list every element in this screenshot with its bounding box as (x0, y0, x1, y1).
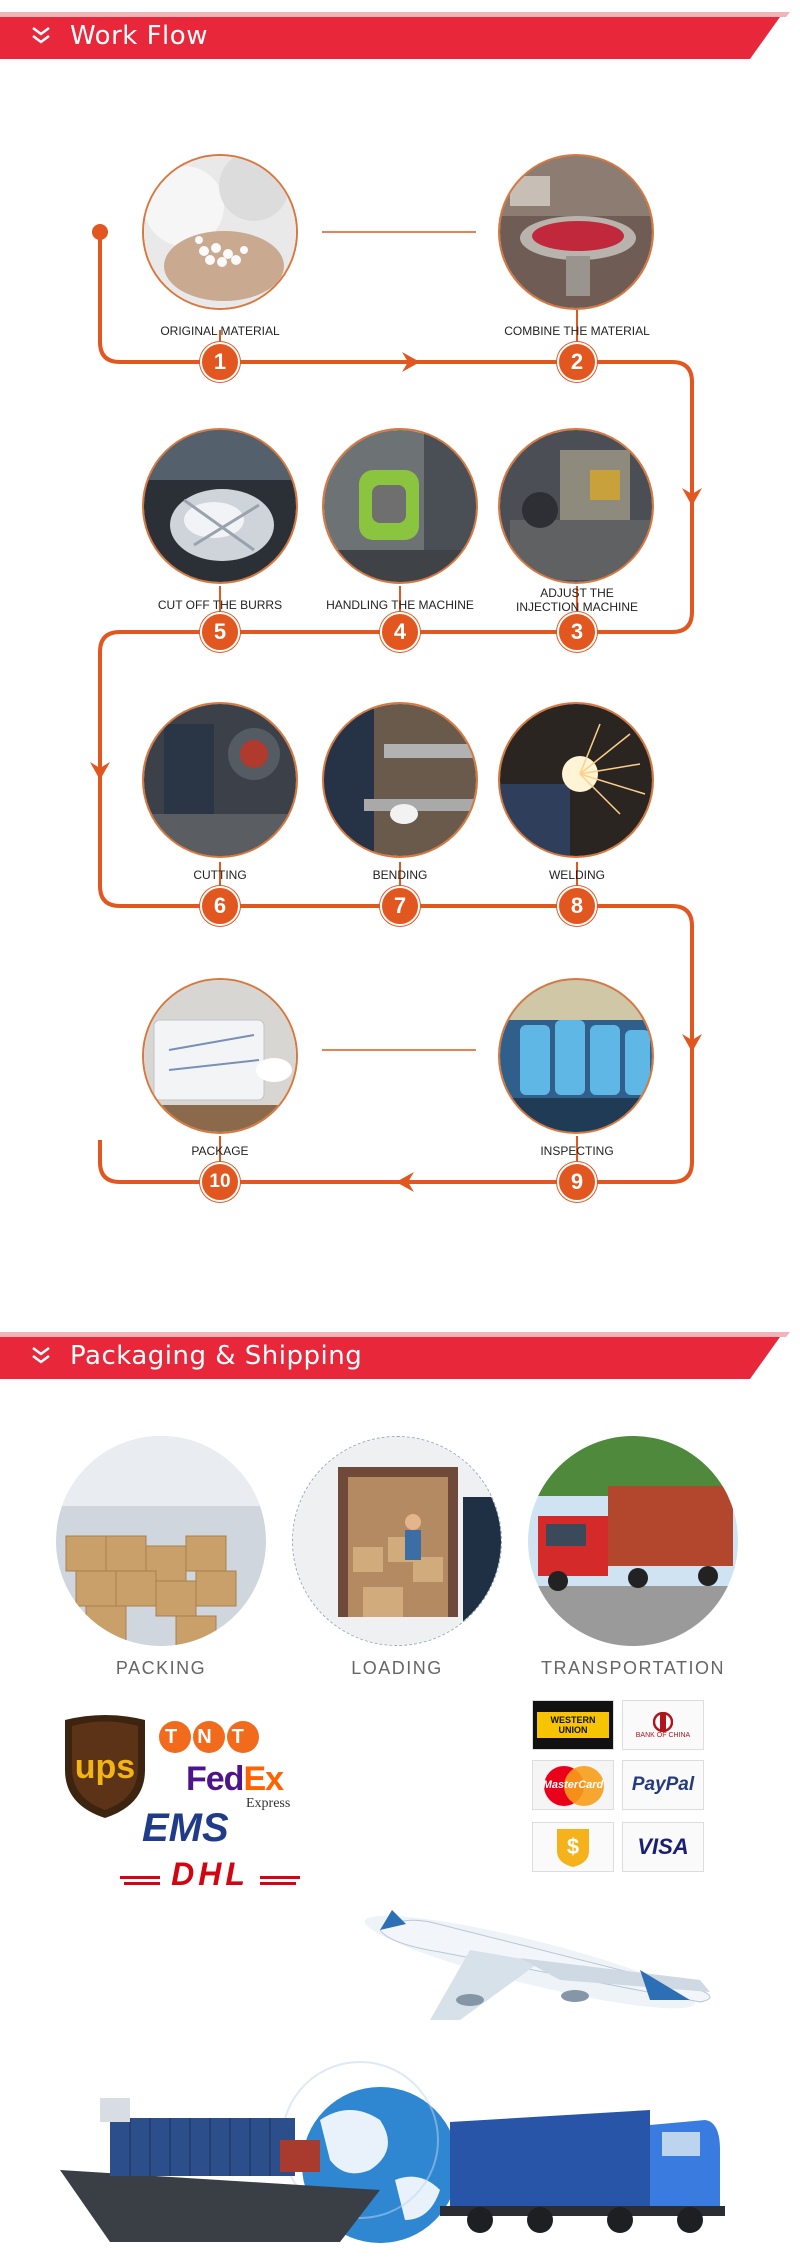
step-photo-adjust-injection-machine (498, 428, 654, 584)
western-union-logo: WESTERN UNION (532, 1700, 614, 1750)
paypal-text: PayPal (631, 1774, 695, 1795)
step-label-1: ORIGINAL MATERIAL (160, 324, 280, 338)
step-number-5: 5 (200, 612, 240, 652)
step-photo-bending (322, 702, 478, 858)
workflow-banner: Work Flow (0, 12, 800, 62)
chevron-down-icon (32, 27, 50, 44)
step-number-3: 3 (557, 612, 597, 652)
arrow-right-icon (402, 352, 420, 372)
packing-photo (56, 1436, 266, 1646)
shipping-title: Packaging & Shipping (70, 1341, 363, 1371)
step-label-3: ADJUST THE INJECTION MACHINE (515, 586, 638, 614)
step-label-8: WELDING (548, 868, 605, 882)
western-union-text: WESTERN UNION (537, 1712, 609, 1738)
arrow-down-icon (682, 1034, 702, 1052)
step-number-2: 2 (557, 342, 597, 382)
step-number-4: 4 (380, 612, 420, 652)
ems-logo: EMS (142, 1806, 229, 1850)
step-label-7: BENDING (372, 868, 428, 882)
tnt-text: TNT (165, 1726, 264, 1748)
ups-logo: ups (65, 1715, 145, 1818)
shield-icon (557, 1829, 589, 1867)
cargo-ship-icon (60, 2098, 380, 2242)
banner-shape (0, 12, 790, 59)
mastercard-logo: MasterCard (532, 1760, 614, 1810)
bank-of-china-logo: BANK OF CHINA (622, 1700, 704, 1750)
bank-of-china-icon (653, 1711, 673, 1732)
step-photo-welding (498, 702, 654, 858)
step-number-1: 1 (200, 342, 240, 382)
loading-label: LOADING (351, 1658, 443, 1678)
truck-icon (440, 2110, 725, 2233)
fedex-fed: Fed (186, 1760, 244, 1798)
dollar-shield-logo: $ (532, 1822, 614, 1872)
chevron-down-icon (32, 1347, 50, 1364)
ups-text: ups (75, 1748, 135, 1786)
arrow-down-icon (682, 488, 702, 506)
step-photo-handling-machine (322, 428, 478, 584)
step-label-4: HANDLING THE MACHINE (326, 598, 474, 612)
step-label-9: INSPECTING (540, 1144, 614, 1158)
step-number-8: 8 (557, 886, 597, 926)
transportation-photo (528, 1436, 738, 1646)
step-label-5: CUT OFF THE BURRS (157, 598, 283, 612)
banner-shape (0, 1332, 790, 1379)
step-number-6: 6 (200, 886, 240, 926)
dhl-text: DHL (171, 1856, 249, 1892)
step-photo-cut-off-burrs (142, 428, 298, 584)
fedex-express: Express (246, 1796, 291, 1811)
fedex-ex: Ex (243, 1760, 284, 1798)
step-photo-combine-material (498, 154, 654, 310)
step-number-10: 10 (200, 1162, 240, 1202)
arrow-down-icon (90, 762, 110, 780)
visa-text: VISA (637, 1834, 689, 1859)
step-label-6: CUTTING (193, 868, 247, 882)
step-number-9: 9 (557, 1162, 597, 1202)
step-label-10: PACKAGE (191, 1144, 249, 1158)
workflow-title: Work Flow (70, 21, 208, 51)
step-photo-package (142, 978, 298, 1134)
step-photo-original-material (142, 154, 298, 310)
step-photo-cutting (142, 702, 298, 858)
dollar-text: $ (566, 1834, 580, 1859)
loading-photo (292, 1436, 502, 1646)
dhl-logo: DHL (120, 1856, 300, 1892)
arrow-left-icon (396, 1172, 414, 1192)
mastercard-text: MasterCard (542, 1779, 604, 1791)
step-photo-inspecting (498, 978, 654, 1134)
logistics-illustration (60, 1910, 725, 2243)
step-number-7: 7 (380, 886, 420, 926)
tnt-logo: TNT (157, 1718, 261, 1756)
bank-of-china-text: BANK OF CHINA (635, 1731, 691, 1739)
visa-logo: VISA (622, 1822, 704, 1872)
shipping-banner: Packaging & Shipping (0, 1332, 800, 1382)
path-start-dot (92, 224, 108, 240)
airplane-icon (364, 1910, 711, 2020)
packing-label: PACKING (115, 1658, 207, 1678)
fedex-logo: FedEx (186, 1760, 284, 1799)
step-label-2: COMBINE THE MATERIAL (504, 324, 650, 338)
transportation-label: TRANSPORTATION (540, 1658, 725, 1678)
workflow-path (90, 224, 702, 1192)
paypal-logo: PayPal (622, 1760, 704, 1810)
